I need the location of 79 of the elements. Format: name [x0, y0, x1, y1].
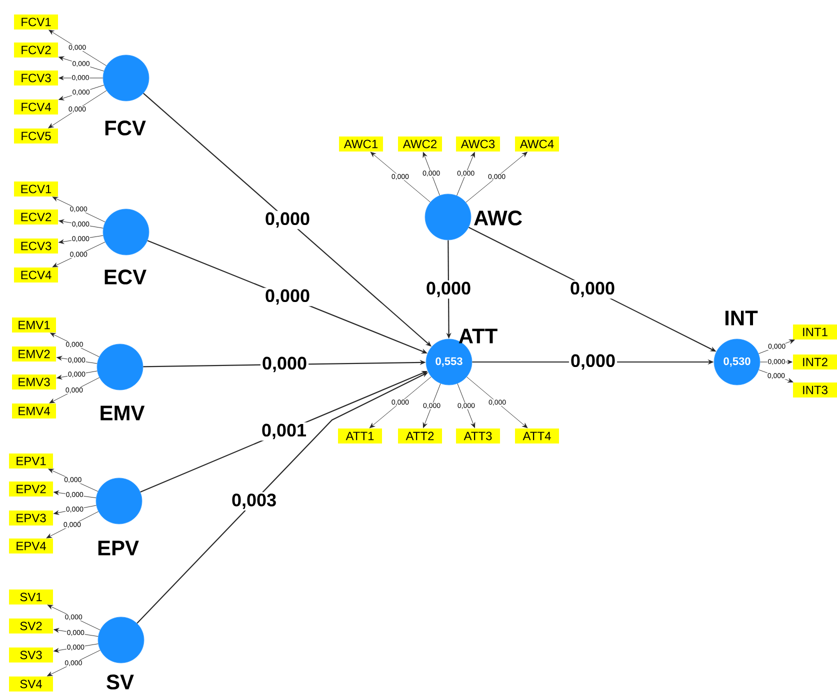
- indicator-box: ECV2: [14, 210, 58, 224]
- arrow: [48, 90, 107, 128]
- construct-label: ECV: [104, 270, 146, 284]
- path-coefficient: 0,001: [260, 422, 308, 441]
- indicator-box: FCV5: [14, 128, 58, 144]
- indicator-box: SV2: [9, 618, 53, 634]
- indicator-box: SV4: [9, 676, 53, 692]
- arrow: [50, 332, 100, 358]
- indicator-box: INT3: [793, 382, 837, 398]
- arrow: [56, 356, 98, 364]
- construct-label: EPV: [98, 540, 139, 556]
- arrow: [56, 370, 98, 380]
- indicator-box: EMV3: [12, 374, 56, 390]
- path-coefficient: 0,000: [424, 280, 473, 299]
- path-coefficient: 0,000: [568, 280, 617, 299]
- arrow: [48, 468, 98, 492]
- arrow: [52, 196, 106, 222]
- indicator-box: ECV3: [14, 238, 58, 254]
- path-coefficient: 0,000: [568, 352, 618, 372]
- indicator-box: ECV4: [14, 268, 58, 282]
- indicator-box: FCV3: [14, 70, 58, 86]
- construct-label: FCV: [105, 120, 146, 136]
- indicator-box: AWC3: [456, 136, 500, 152]
- arrow: [54, 628, 98, 637]
- indicator-box: EPV4: [9, 538, 53, 554]
- arrow: [370, 376, 432, 428]
- arrow: [46, 511, 99, 538]
- indicator-box: AWC2: [398, 136, 442, 152]
- indicator-box: ATT2: [398, 428, 442, 444]
- arrow: [47, 604, 100, 630]
- indicator-box: FCV2: [14, 42, 58, 58]
- indicator-box: EMV4: [12, 404, 56, 418]
- indicator-box: ATT1: [338, 428, 382, 444]
- indicator-box: EPV1: [9, 454, 53, 468]
- arrow: [52, 242, 106, 268]
- arrow: [466, 376, 528, 428]
- indicator-box: INT2: [793, 354, 837, 370]
- indicator-box: ATT3: [456, 428, 500, 444]
- arrow: [54, 490, 96, 498]
- indicator-box: AWC1: [339, 136, 383, 152]
- path-coefficient: 0,000: [260, 355, 309, 374]
- indicator-box: AWC4: [515, 136, 559, 152]
- arrow: [58, 56, 104, 72]
- construct-label: INT: [726, 310, 758, 326]
- arrow: [758, 340, 795, 354]
- arrow: [466, 152, 528, 203]
- path-coefficient: 0,000: [263, 288, 312, 306]
- construct-label: SV: [106, 674, 134, 690]
- arrow: [58, 76, 104, 80]
- indicator-box: EMV2: [12, 346, 56, 362]
- indicator-box: SV3: [9, 648, 53, 662]
- arrow: [370, 152, 430, 202]
- indicator-box: SV1: [9, 590, 53, 604]
- indicator-box: ECV1: [14, 182, 58, 196]
- indicator-box: EMV1: [12, 318, 56, 332]
- arrow: [456, 152, 475, 196]
- construct-label: EMV: [100, 406, 145, 420]
- arrow: [58, 235, 104, 244]
- indicator-box: ATT4: [515, 428, 559, 444]
- arrow: [760, 360, 792, 364]
- arrow: [58, 219, 104, 228]
- arrow: [48, 30, 107, 66]
- arrow: [422, 383, 441, 428]
- indicator-box: INT1: [793, 324, 837, 340]
- arrow: [457, 383, 476, 428]
- arrow: [54, 505, 96, 515]
- path-coefficient: 0,000: [263, 210, 312, 230]
- construct-label: AWC: [474, 210, 522, 226]
- arrow: [422, 152, 440, 196]
- arrow: [54, 644, 98, 653]
- indicator-box: FCV1: [14, 14, 58, 30]
- arrow: [49, 377, 100, 404]
- indicator-box: EPV3: [9, 510, 53, 526]
- path-coefficient: 0,003: [230, 492, 278, 510]
- arrow: [47, 650, 100, 676]
- arrow: [758, 370, 794, 383]
- indicator-box: FCV4: [14, 100, 58, 114]
- indicator-box: EPV2: [9, 482, 53, 496]
- arrow: [58, 84, 104, 100]
